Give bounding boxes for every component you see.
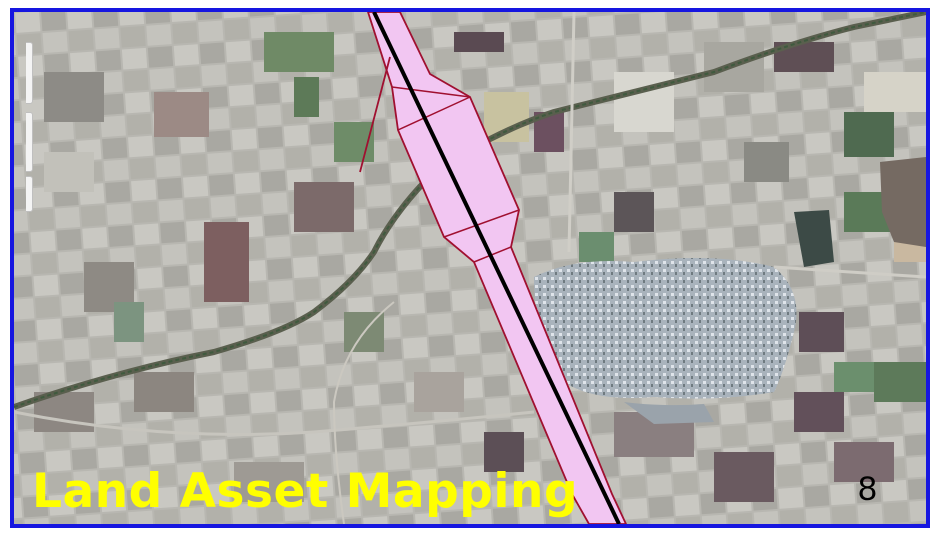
east-road [773, 265, 926, 279]
village-road [567, 12, 576, 253]
map-side-tab[interactable] [26, 42, 33, 104]
page-number: 8 [858, 470, 877, 508]
pipeline-centerline [372, 12, 621, 524]
slide-title: Land Asset Mapping [32, 464, 579, 519]
village-settlement [534, 258, 797, 399]
map-side-tab[interactable] [26, 176, 33, 212]
corridor-segment-1 [391, 86, 471, 98]
satellite-map [14, 12, 926, 524]
canal-trees [14, 12, 926, 408]
farm-fields [34, 32, 926, 502]
village-edge [624, 402, 714, 424]
pond [794, 210, 834, 267]
tree-cluster [880, 157, 926, 247]
corridor-segment-2 [397, 96, 471, 131]
dirt-road [14, 410, 535, 436]
track [332, 301, 395, 524]
satellite-map-panel[interactable] [10, 8, 930, 528]
corridor-segment-3 [443, 209, 520, 238]
corridor-segment-4 [473, 246, 512, 263]
spur-line [359, 56, 391, 173]
map-side-tab[interactable] [26, 112, 33, 172]
